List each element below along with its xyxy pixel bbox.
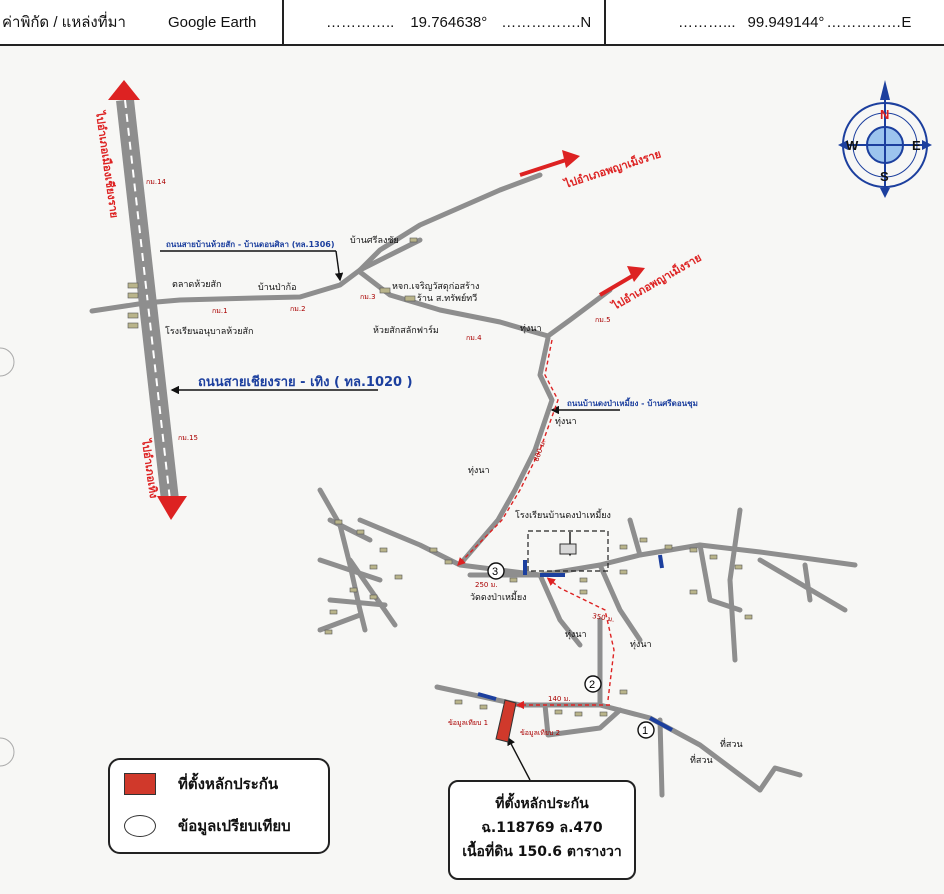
- marker-1-number: 1: [642, 725, 648, 737]
- compass-n: N: [880, 107, 889, 122]
- legend-row-comparable: ข้อมูลเปรียบเทียบ: [124, 814, 291, 838]
- direction-arrows: [519, 150, 645, 297]
- legend-collateral-label: ที่ตั้งหลักประกัน: [178, 775, 279, 793]
- marker-2-number: 2: [589, 679, 595, 691]
- km1-label: กม.1: [212, 307, 228, 315]
- header-source-cell: ค่าพิกัด / แหล่งที่มา Google Earth: [0, 0, 282, 44]
- paddy-label-2: ทุ่งนา: [555, 417, 577, 427]
- school-icon: [559, 543, 577, 555]
- marker-3-number: 3: [492, 566, 498, 578]
- compass-rose: N S W E: [838, 80, 932, 198]
- distance-4: 350 ม.: [592, 612, 615, 624]
- legend-comparable-swatch: [124, 815, 156, 837]
- house-icons: [127, 237, 753, 717]
- header-source: Google Earth: [167, 13, 257, 31]
- place-shop-1: หจก.เจริญวัสดุก่อสร้าง: [392, 281, 479, 292]
- garden-label-1: ที่สวน: [720, 737, 743, 750]
- legend-row-collateral: ที่ตั้งหลักประกัน: [124, 772, 278, 796]
- neighbor-right: ข้อมูลเทียบ 2: [520, 729, 560, 737]
- pointer-lines: [160, 250, 620, 781]
- lon-suffix: ……………E: [826, 13, 912, 31]
- header-longitude-cell: ………... 99.949144° ……………E: [604, 0, 944, 44]
- lat-suffix: …………….N: [501, 13, 592, 31]
- blue-segments: [477, 554, 673, 732]
- legend-box: ที่ตั้งหลักประกัน ข้อมูลเปรียบเทียบ: [108, 758, 330, 854]
- punch-hole-2: [0, 737, 15, 767]
- highway-1020-label: ถนนสายเชียงราย - เทิง ( ทล.1020 ): [198, 374, 413, 390]
- place-temple: วัดดงป่าเหมี้ยง: [470, 590, 527, 603]
- place-market: ตลาดห้วยสัก: [172, 279, 221, 290]
- km3-label: กม.3: [360, 293, 376, 301]
- km5-label: กม.5: [595, 316, 611, 324]
- road-network: [89, 172, 858, 798]
- place-kindergarten: โรงเรียนอนุบาลห้วยสัก: [165, 326, 253, 337]
- place-ban-pa-ko: บ้านป่าก้อ: [258, 282, 297, 293]
- legend-collateral-swatch: [124, 773, 156, 795]
- marker-3: 3: [487, 562, 505, 580]
- km14-label: กม.14: [146, 178, 167, 186]
- dir-phaya-mengrai-1: ไปอำเภอพญาเม็งราย: [561, 146, 663, 191]
- arrow-south: [157, 496, 187, 520]
- coordinate-header: ค่าพิกัด / แหล่งที่มา Google Earth ………….…: [0, 0, 944, 46]
- compass-e: E: [912, 138, 921, 153]
- dir-chiang-rai: ไปอำเภอเมืองเชียงราย: [93, 108, 122, 218]
- paddy-label-4: ทุ่งนา: [565, 630, 587, 640]
- punch-hole-1: [0, 347, 15, 377]
- callout-area: เนื้อที่ดิน 150.6 ตารางวา: [462, 844, 622, 860]
- compass-w: W: [846, 138, 859, 153]
- lat-value: 19.764638°: [410, 13, 488, 31]
- legend-comparable-label: ข้อมูลเปรียบเทียบ: [178, 817, 291, 835]
- marker-1: 1: [637, 721, 655, 739]
- km15-label: กม.15: [178, 434, 198, 442]
- paddy-label-1: ทุ่งนา: [520, 324, 542, 334]
- callout-deed: ฉ.118769 ล.470: [481, 820, 603, 836]
- local-road-label: ถนนบ้านดงป่าเหมี้ยง - บ้านศรีดอนชุม: [567, 397, 698, 409]
- arrow-north: [108, 80, 140, 100]
- place-ban-si-long-chai: บ้านศรีลงชัย: [350, 235, 399, 246]
- marker-2: 2: [584, 675, 602, 693]
- place-school: โรงเรียนบ้านดงป่าเหมี้ยง: [515, 508, 611, 521]
- road-1306-label: ถนนสายบ้านห้วยสัก - บ้านดอนศิลา (ทล.1306…: [166, 239, 335, 249]
- compass-s: S: [880, 169, 889, 184]
- school-boundary: [527, 530, 609, 572]
- distance-2: 250 ม.: [475, 581, 497, 589]
- place-farm: ห้วยสักสลักฟาร์ม: [373, 324, 439, 336]
- neighbor-left: ข้อมูลเทียบ 1: [448, 719, 488, 727]
- highway-1020: [116, 98, 179, 502]
- collateral-callout: ที่ตั้งหลักประกัน ฉ.118769 ล.470 เนื้อที…: [448, 780, 636, 880]
- header-latitude-cell: ………….. 19.764638° …………….N: [282, 0, 606, 44]
- collateral-parcel: [495, 699, 517, 743]
- place-shop-2: ร้าน ส.ทรัพย์ทวี: [417, 292, 477, 304]
- callout-title: ที่ตั้งหลักประกัน: [495, 796, 589, 812]
- km4-label: กม.4: [466, 334, 482, 342]
- paddy-label-3: ทุ่งนา: [468, 466, 490, 476]
- lon-value: 99.949144°: [747, 13, 825, 31]
- distance-3: 140 ม.: [548, 695, 570, 703]
- lat-prefix: …………..: [326, 13, 395, 31]
- garden-label-2: ที่สวน: [690, 753, 713, 766]
- paddy-label-5: ทุ่งนา: [630, 640, 652, 650]
- location-map: N S W E ไปอำเภอเมืองเชียงราย ไปอำเภอเทิง…: [0, 80, 932, 798]
- km2-label: กม.2: [290, 305, 306, 313]
- lon-prefix: ………...: [678, 13, 736, 31]
- header-label: ค่าพิกัด / แหล่งที่มา: [2, 14, 126, 31]
- route-path: [457, 339, 615, 710]
